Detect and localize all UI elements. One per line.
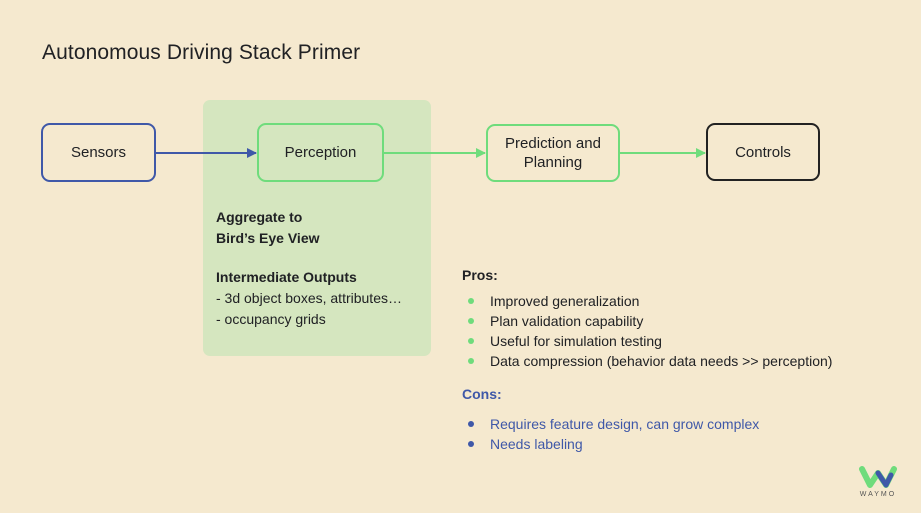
pros-section: Pros: Improved generalization Plan valid… xyxy=(462,265,832,371)
perception-notes: Aggregate to Bird’s Eye View Intermediat… xyxy=(216,207,402,330)
cons-item: Requires feature design, can grow comple… xyxy=(462,414,759,434)
node-planning-label: Prediction and Planning xyxy=(505,135,601,171)
pros-item: Plan validation capability xyxy=(462,311,832,331)
node-perception: Perception xyxy=(257,123,384,182)
cons-item: Needs labeling xyxy=(462,434,759,454)
node-controls-label: Controls xyxy=(735,143,791,161)
node-sensors: Sensors xyxy=(41,123,156,182)
output-item: - 3d object boxes, attributes… xyxy=(216,290,402,306)
cons-heading: Cons: xyxy=(462,386,502,402)
waymo-w-icon xyxy=(859,466,897,488)
outputs-heading: Intermediate Outputs xyxy=(216,269,357,285)
waymo-wordmark: WAYMO xyxy=(859,491,897,498)
aggregate-line-1: Aggregate to xyxy=(216,209,303,225)
slide-title: Autonomous Driving Stack Primer xyxy=(42,41,361,64)
bullet-icon xyxy=(468,421,474,427)
node-prediction-planning: Prediction and Planning xyxy=(486,124,620,182)
bullet-icon xyxy=(468,441,474,447)
pros-item: Useful for simulation testing xyxy=(462,331,832,351)
cons-list: Requires feature design, can grow comple… xyxy=(462,414,759,454)
node-sensors-label: Sensors xyxy=(70,144,127,161)
bullet-icon xyxy=(468,318,474,324)
output-item: - occupancy grids xyxy=(216,311,326,327)
waymo-logo: WAYMO xyxy=(858,465,898,501)
pros-heading: Pros: xyxy=(462,267,498,283)
node-perception-label: Perception xyxy=(284,144,357,161)
pros-list: Improved generalization Plan validation … xyxy=(462,291,832,371)
node-controls: Controls xyxy=(706,123,820,181)
pros-item: Data compression (behavior data needs >>… xyxy=(462,351,832,371)
aggregate-line-2: Bird’s Eye View xyxy=(216,230,320,246)
pros-item: Improved generalization xyxy=(462,291,832,311)
cons-section: Cons: Requires feature design, can grow … xyxy=(462,384,759,454)
bullet-icon xyxy=(468,338,474,344)
bullet-icon xyxy=(468,358,474,364)
bullet-icon xyxy=(468,298,474,304)
